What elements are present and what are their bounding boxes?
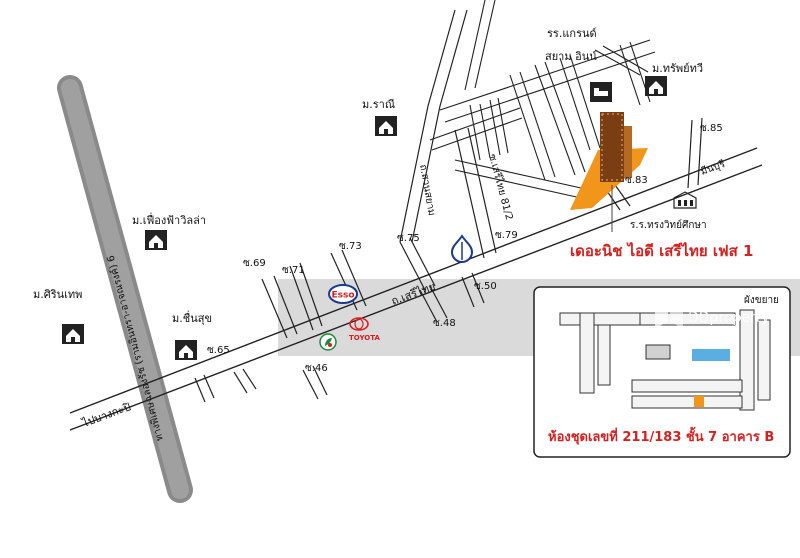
label-m-sirin: ม.ศิรินเทพ <box>33 288 82 301</box>
label-soi73: ซ.73 <box>339 241 362 252</box>
side-sois <box>194 9 703 403</box>
esso-logo: Esso <box>328 284 358 304</box>
label-m-rani: ม.ราณี <box>362 98 395 111</box>
label-soi50: ซ.50 <box>474 281 497 292</box>
project-tower <box>600 112 632 182</box>
expressway <box>57 75 193 503</box>
main-road <box>69 147 763 431</box>
label-soi79: ซ.79 <box>495 230 518 241</box>
project-name: เดอะนิช ไอดี เสรีไทย เฟส 1 <box>570 241 753 260</box>
bangchak-logo <box>319 333 337 351</box>
label-soi83: ซ.83 <box>625 175 648 186</box>
inset-caption: ห้องชุดเลขที่ 211/183 ชั้น 7 อาคาร B <box>548 426 774 445</box>
label-suansiam: ถ.สวนสยาม <box>417 164 437 217</box>
house-icon <box>62 324 84 344</box>
label-seri81: ซ.เสรีไทย 81/2 <box>486 153 515 222</box>
svg-text:TOYOTA: TOYOTA <box>349 334 380 342</box>
label-school-grand2: สยาม อินน์ <box>545 50 597 63</box>
label-school-song: ร.ร.ทรงวิทย์ศึกษา <box>630 219 707 231</box>
unit-highlight <box>694 396 704 407</box>
hotel-icon <box>590 82 612 102</box>
label-school-grand: รร.แกรนด์ <box>547 27 597 40</box>
label-minburi: มีนบุรี <box>699 158 727 178</box>
label-soi75: ซ.75 <box>397 233 420 244</box>
watermark-text: DDproperty <box>688 310 770 326</box>
house-icon <box>145 230 167 250</box>
label-m-fuengfa: ม.เฟื่องฟ้าวิลล่า <box>132 212 206 227</box>
label-m-chuensuk: ม.ชื่นสุข <box>172 310 212 325</box>
label-soi46: ซ.46 <box>305 363 328 374</box>
label-soi48: ซ.48 <box>433 318 456 329</box>
school-icon <box>673 191 697 209</box>
label-m-sapthawi: ม.ทรัพย์ทวี <box>652 62 703 75</box>
toyota-logo: TOYOTA <box>349 317 380 342</box>
label-soi69: ซ.69 <box>243 258 266 269</box>
svg-text:Esso: Esso <box>331 291 354 301</box>
house-icon <box>175 340 197 360</box>
label-soi65: ซ.65 <box>207 345 230 356</box>
label-soi85: ซ.85 <box>700 123 723 134</box>
bank-icon <box>450 234 474 264</box>
label-bangkapi: ไปบางกะปิ <box>80 400 133 430</box>
label-soi71: ซ.71 <box>282 265 305 276</box>
inset-title: ผังขยาย <box>744 295 779 306</box>
residential-grid <box>429 0 656 201</box>
house-icon <box>375 116 397 136</box>
pool <box>692 349 730 361</box>
inset-plan: ผังขยาย ห้องชุดเลขที่ 211/183 ชั้น 7 อาค… <box>533 286 791 458</box>
ddproperty-logo: DDproperty <box>655 296 770 328</box>
house-icon <box>645 76 667 96</box>
